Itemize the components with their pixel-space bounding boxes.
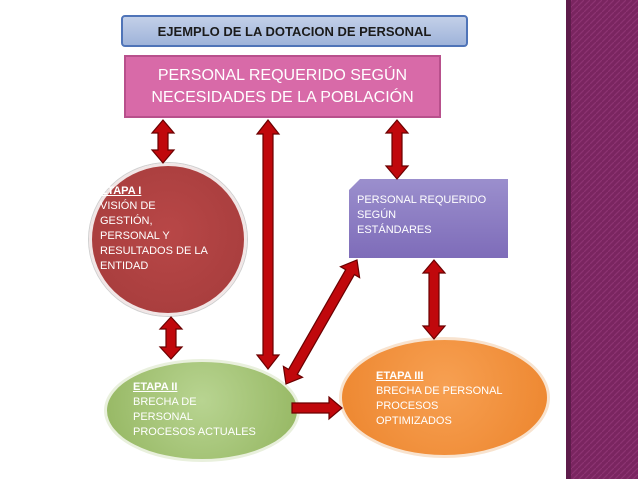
arrow-standard-to-stage3 bbox=[421, 259, 447, 340]
arrow-need-to-standard bbox=[384, 119, 410, 180]
stage-3-line-3: OPTIMIZADOS bbox=[376, 415, 452, 427]
required-by-need-box: PERSONAL REQUERIDO SEGÚN NECESIDADES DE … bbox=[124, 55, 441, 118]
required-by-standard-line-2: SEGÚN bbox=[357, 209, 397, 221]
arrow-need-to-stage1 bbox=[150, 119, 176, 164]
arrow-stage2-to-stage3 bbox=[291, 395, 343, 421]
diagram-title-text: EJEMPLO DE LA DOTACION DE PERSONAL bbox=[157, 23, 432, 39]
stage-1-line-5: ENTIDAD bbox=[100, 260, 149, 272]
stage-3-ellipse: ETAPA III BRECHA DE PERSONAL PROCESOS OP… bbox=[339, 337, 550, 458]
side-bar-pattern bbox=[566, 0, 638, 479]
arrow-stage2-to-standard bbox=[282, 259, 361, 385]
stage-2-line-2: PERSONAL bbox=[133, 411, 193, 423]
required-by-standard-line-3: ESTÁNDARES bbox=[357, 224, 432, 236]
required-by-need-line-2: NECESIDADES DE LA POBLACIÓN bbox=[151, 88, 414, 106]
required-by-need-line-1: PERSONAL REQUERIDO SEGÚN bbox=[157, 66, 408, 84]
arrow-need-to-stage2 bbox=[255, 119, 281, 370]
stage-1-line-1: VISIÓN DE bbox=[100, 200, 156, 212]
stage-3-line-1: BRECHA DE PERSONAL bbox=[376, 385, 503, 397]
stage-2-line-3: PROCESOS ACTUALES bbox=[133, 426, 256, 438]
stage-2-heading: ETAPA II bbox=[133, 381, 178, 393]
arrow-stage1-to-stage2 bbox=[158, 316, 184, 360]
stage-2-line-1: BRECHA DE bbox=[133, 396, 197, 408]
stage-3-line-2: PROCESOS bbox=[376, 400, 439, 412]
stage-2-ellipse: ETAPA II BRECHA DE PERSONAL PROCESOS ACT… bbox=[104, 359, 300, 462]
diagram-title: EJEMPLO DE LA DOTACION DE PERSONAL bbox=[121, 15, 468, 47]
stage-1-ellipse: ETAPA I VISIÓN DE GESTIÓN, PERSONAL Y RE… bbox=[89, 163, 247, 316]
decorative-side-bar bbox=[566, 0, 638, 479]
stage-1-line-4: RESULTADOS DE LA bbox=[100, 245, 208, 257]
stage-1-line-3: PERSONAL Y bbox=[100, 230, 170, 242]
stage-1-line-2: GESTIÓN, bbox=[100, 215, 153, 227]
required-by-standard-box: PERSONAL REQUERIDO SEGÚN ESTÁNDARES bbox=[349, 179, 508, 258]
stage-1-heading: ETAPA I bbox=[100, 185, 142, 197]
stage-3-heading: ETAPA III bbox=[376, 370, 424, 382]
required-by-standard-line-1: PERSONAL REQUERIDO bbox=[357, 194, 487, 206]
